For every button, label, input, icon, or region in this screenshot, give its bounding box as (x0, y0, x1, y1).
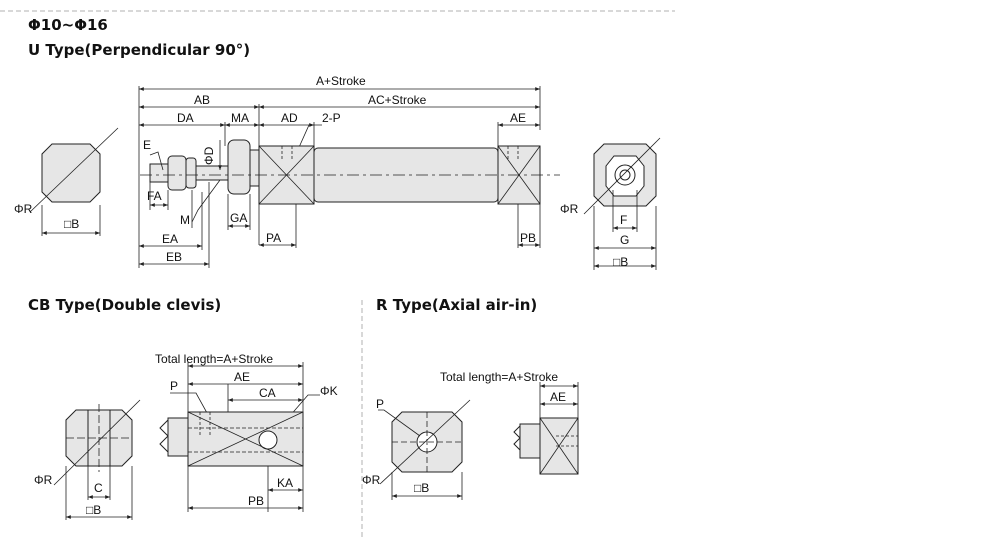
rod-end-nut (167, 155, 187, 191)
r-total-length: Total length=A+Stroke (440, 370, 558, 384)
cb-pb: PB (248, 494, 264, 508)
u-phi-d: ΦD (202, 146, 216, 165)
u-ea: EA (162, 232, 178, 246)
u-a-stroke: A+Stroke (316, 74, 366, 88)
r-square-b: □B (414, 481, 429, 495)
cb-ae: AE (234, 370, 250, 384)
u-ga: GA (230, 211, 247, 225)
u-ae: AE (510, 111, 526, 125)
u-da: DA (177, 111, 194, 125)
cb-pin-hole (258, 430, 278, 450)
cb-type-title: CB Type(Double clevis) (28, 296, 222, 314)
u-left-square-b: □B (64, 217, 79, 231)
cb-ca: CA (259, 386, 276, 400)
u-eb: EB (166, 250, 182, 264)
cb-type-side-view: Total length=A+Stroke P AE CA ΦK KA PB (155, 352, 338, 512)
r-type-end-view: P ΦR □B (362, 397, 471, 500)
u-pa: PA (266, 231, 281, 245)
u-m: M (180, 213, 190, 227)
r-type-side-view: Total length=A+Stroke AE (440, 370, 579, 475)
cb-square-b: □B (86, 503, 101, 517)
cb-barrel-stub (167, 417, 189, 457)
r-type-title: R Type(Axial air-in) (376, 296, 538, 314)
u-ab: AB (194, 93, 210, 107)
u-type-title: U Type(Perpendicular 90°) (28, 41, 251, 59)
u-right-square-b: □B (613, 255, 628, 269)
u-type-left-view: ΦR □B (14, 127, 119, 236)
cb-p: P (170, 379, 178, 393)
u-fa: FA (147, 189, 162, 203)
cb-ka: KA (277, 476, 293, 490)
u-2p: 2-P (322, 111, 341, 125)
u-left-phi-r: ΦR (14, 202, 33, 216)
r-barrel-stub (519, 423, 541, 459)
r-phi-r: ΦR (362, 473, 381, 487)
u-ac-stroke: AC+Stroke (368, 93, 427, 107)
u-type-side-view: A+Stroke AB AC+Stroke DA MA AD 2-P AE (138, 74, 560, 268)
cb-total-length: Total length=A+Stroke (155, 352, 273, 366)
cb-c: C (94, 481, 103, 495)
u-right-g: G (620, 233, 629, 247)
u-ma: MA (231, 111, 249, 125)
u-ad: AD (281, 111, 298, 125)
u-type-right-view: ΦR F G □B (560, 137, 661, 270)
cb-phi-r: ΦR (34, 473, 53, 487)
cb-type-end-view: ΦR C □B (34, 399, 141, 520)
cb-break-line (159, 418, 169, 454)
u-e: E (143, 138, 151, 152)
u-right-phi-r: ΦR (560, 202, 579, 216)
u-pb: PB (520, 231, 536, 245)
r-ae: AE (550, 390, 566, 404)
u-right-f: F (620, 213, 627, 227)
r-p: P (376, 397, 384, 411)
cb-phi-k: ΦK (320, 384, 338, 398)
size-range-title: Φ10~Φ16 (28, 16, 108, 34)
mounting-nut (227, 139, 251, 195)
r-break-line (513, 424, 521, 452)
